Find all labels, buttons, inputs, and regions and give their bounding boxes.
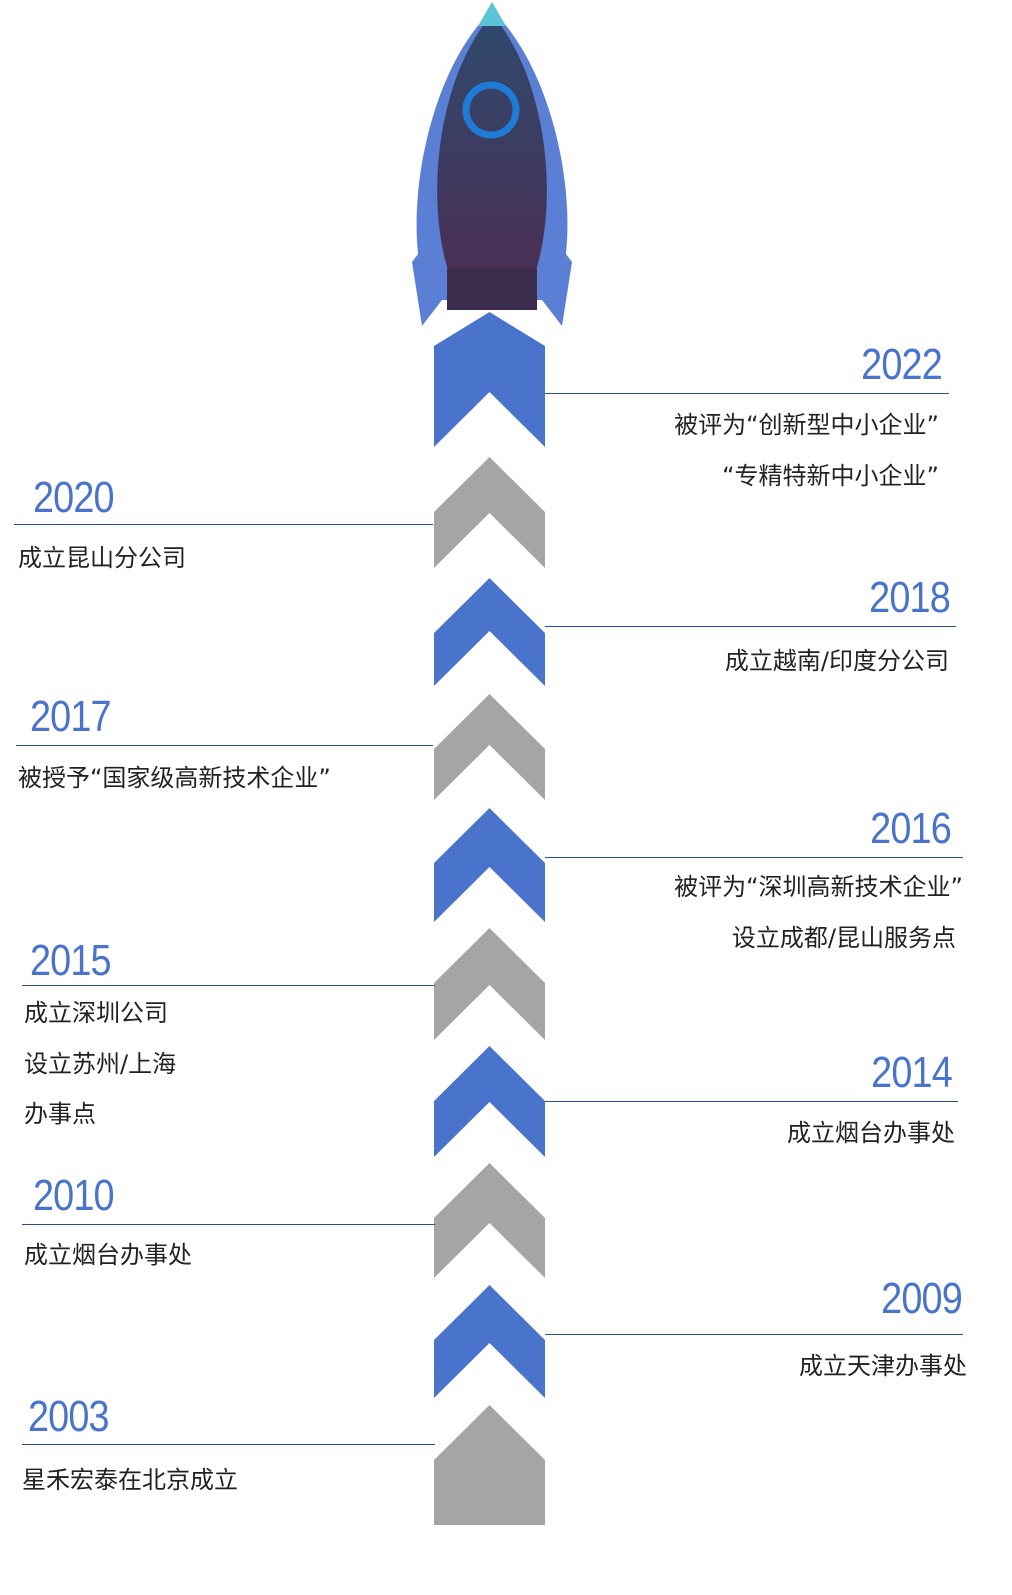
milestone-text-2020: 成立昆山分公司 <box>18 544 186 572</box>
milestone-year-2020: 2020 <box>33 473 115 522</box>
milestone-text-2017: 被授予“国家级高新技术企业” <box>18 764 331 792</box>
milestone-text-2018: 成立越南/印度分公司 <box>724 647 949 675</box>
chevron-segment <box>434 312 545 447</box>
milestone-text-2022-line1: 被评为“创新型中小企业” <box>674 411 939 439</box>
milestone-rule-2016 <box>545 857 963 858</box>
milestone-text-2015-line1: 成立深圳公司 <box>24 999 168 1027</box>
rocket-nose-tip <box>478 2 506 26</box>
chevron-segment <box>434 1163 545 1278</box>
milestone-rule-2014 <box>545 1101 958 1102</box>
chevron-segment <box>434 1405 545 1525</box>
milestone-text-2009: 成立天津办事处 <box>799 1352 967 1380</box>
milestone-rule-2020 <box>14 524 433 525</box>
rocket-inner-body <box>437 14 547 270</box>
rocket-engine-base <box>447 268 537 310</box>
milestone-rule-2009 <box>545 1334 963 1335</box>
milestone-text-2016-line2: 设立成都/昆山服务点 <box>731 924 956 952</box>
milestone-year-2016: 2016 <box>870 804 952 853</box>
chevron-trail <box>434 312 545 1525</box>
milestone-year-2022: 2022 <box>861 340 943 389</box>
milestone-text-2022-line2: “专精特新中小企业” <box>722 462 939 490</box>
rocket-icon <box>412 2 572 326</box>
chevron-segment <box>434 457 545 568</box>
milestone-year-2010: 2010 <box>33 1171 115 1220</box>
milestone-text-2010: 成立烟台办事处 <box>24 1241 192 1269</box>
milestone-year-2015: 2015 <box>30 936 112 985</box>
milestone-text-2014: 成立烟台办事处 <box>787 1119 955 1147</box>
chevron-segment <box>434 578 545 686</box>
milestone-year-2014: 2014 <box>871 1048 953 1097</box>
chevron-segment <box>434 1285 545 1398</box>
milestone-year-2018: 2018 <box>869 573 951 622</box>
milestone-text-2015-line3: 办事点 <box>24 1100 96 1128</box>
milestone-rule-2018 <box>545 626 956 627</box>
milestone-rule-2010 <box>22 1224 435 1225</box>
rocket-window-icon <box>462 81 520 139</box>
milestone-rule-2003 <box>22 1444 435 1445</box>
chevron-segment <box>434 694 545 800</box>
milestone-rule-2015 <box>22 985 435 986</box>
chevron-segment <box>434 1046 545 1157</box>
milestone-year-2003: 2003 <box>28 1392 110 1441</box>
milestone-text-2016-line1: 被评为“深圳高新技术企业” <box>674 873 963 901</box>
milestone-text-2015-line2: 设立苏州/上海 <box>24 1050 177 1078</box>
milestone-rule-2022 <box>545 393 949 394</box>
milestone-year-2009: 2009 <box>881 1274 963 1323</box>
milestone-text-2003: 星禾宏泰在北京成立 <box>22 1466 238 1494</box>
milestone-year-2017: 2017 <box>30 692 112 741</box>
chevron-segment <box>434 928 545 1040</box>
milestone-rule-2017 <box>16 745 433 746</box>
chevron-segment <box>434 808 545 922</box>
